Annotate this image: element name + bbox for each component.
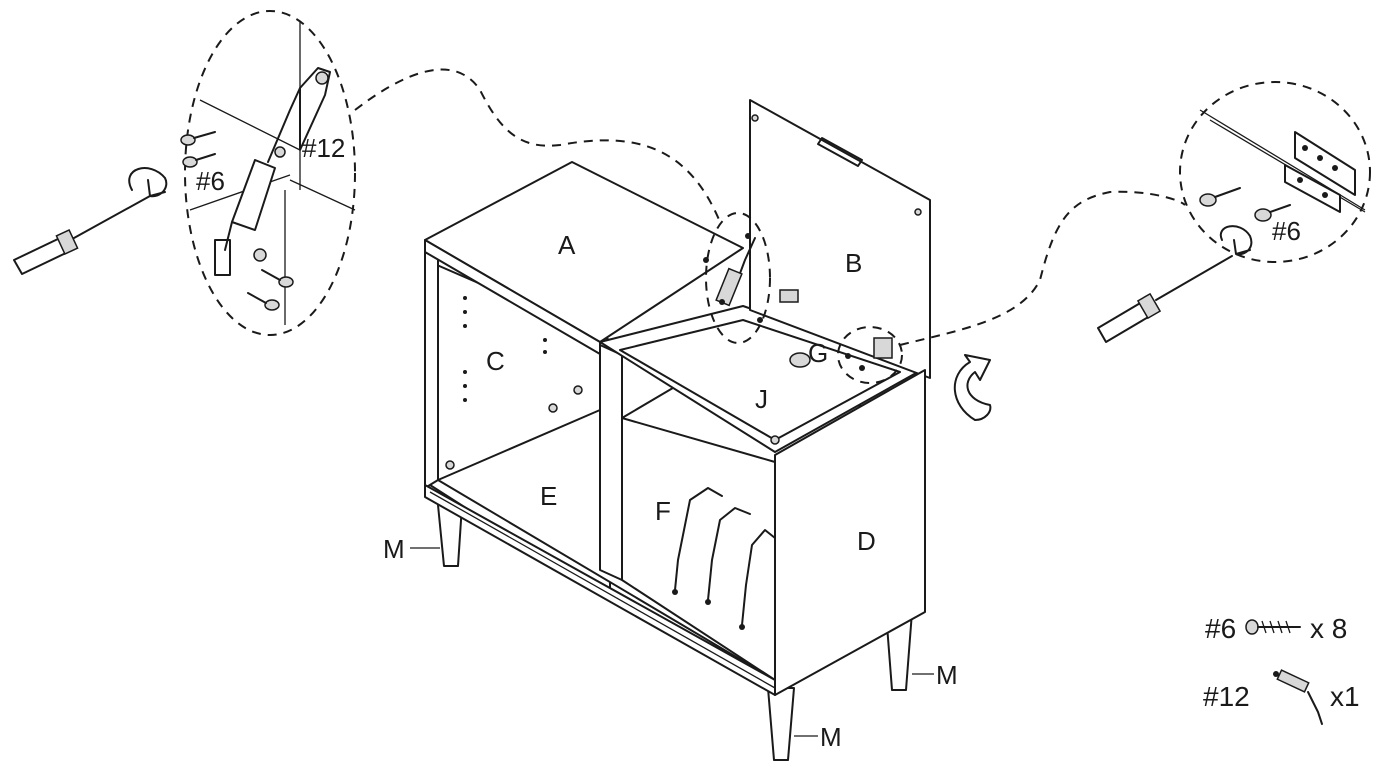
- label-m-left: M: [383, 534, 405, 564]
- close-lid-arrow-icon: [953, 354, 992, 421]
- divider: [599, 344, 623, 581]
- callout-right-screw: #6: [1272, 216, 1301, 246]
- hardware-part-6: #6: [1205, 613, 1236, 644]
- wire-dividers-f: [672, 487, 776, 630]
- panel-a-edge: [424, 239, 601, 355]
- callout-left-piston: #12: [302, 133, 345, 163]
- detail-right: #6: [1179, 81, 1371, 263]
- connector-left: [354, 68, 721, 223]
- hardware-qty-12: x1: [1330, 681, 1360, 712]
- screw-icon: [1245, 619, 1301, 635]
- screw-icon: [1199, 187, 1291, 222]
- panel-b: [749, 99, 931, 379]
- shelf-pin-holes: [445, 114, 922, 470]
- label-b: B: [845, 248, 862, 278]
- label-m-right: M: [936, 660, 958, 690]
- strut-mount: [703, 233, 799, 323]
- callout-hinge-small: [837, 326, 903, 384]
- hinge: [873, 337, 893, 359]
- cabinet: [424, 99, 931, 761]
- label-m-front: M: [820, 722, 842, 752]
- gas-strut-icon: [1273, 669, 1323, 725]
- screwdriver-icon: [1097, 255, 1233, 343]
- hardware-list: #6 x 8 #12 x1: [1203, 613, 1360, 725]
- hardware-qty-6: x 8: [1310, 613, 1347, 644]
- connector-right: [899, 190, 1186, 346]
- label-a: A: [558, 230, 576, 260]
- hardware-part-12: #12: [1203, 681, 1250, 712]
- leg-front: [767, 687, 795, 761]
- part-labels: A B C D E F G J M M M: [383, 230, 958, 752]
- front-rail: [424, 484, 776, 696]
- label-d: D: [857, 526, 876, 556]
- screw-icon: [180, 131, 294, 311]
- label-e: E: [540, 481, 557, 511]
- rim-inner: [619, 319, 901, 441]
- label-g: G: [808, 338, 828, 368]
- panel-d: [774, 369, 926, 696]
- label-j: J: [755, 384, 768, 414]
- label-c: C: [486, 346, 505, 376]
- panel-c: [424, 251, 439, 489]
- screwdriver-icon: [13, 195, 151, 275]
- lid-handle: [817, 137, 863, 167]
- magnet-g: [789, 352, 811, 368]
- detail-left: #6 #12: [180, 10, 356, 336]
- label-f: F: [655, 496, 671, 526]
- callout-left-screw: #6: [196, 166, 225, 196]
- rotate-arrow-icon: [128, 167, 168, 198]
- rotate-arrow-icon: [1219, 225, 1253, 256]
- callout-strut-small: [705, 212, 771, 344]
